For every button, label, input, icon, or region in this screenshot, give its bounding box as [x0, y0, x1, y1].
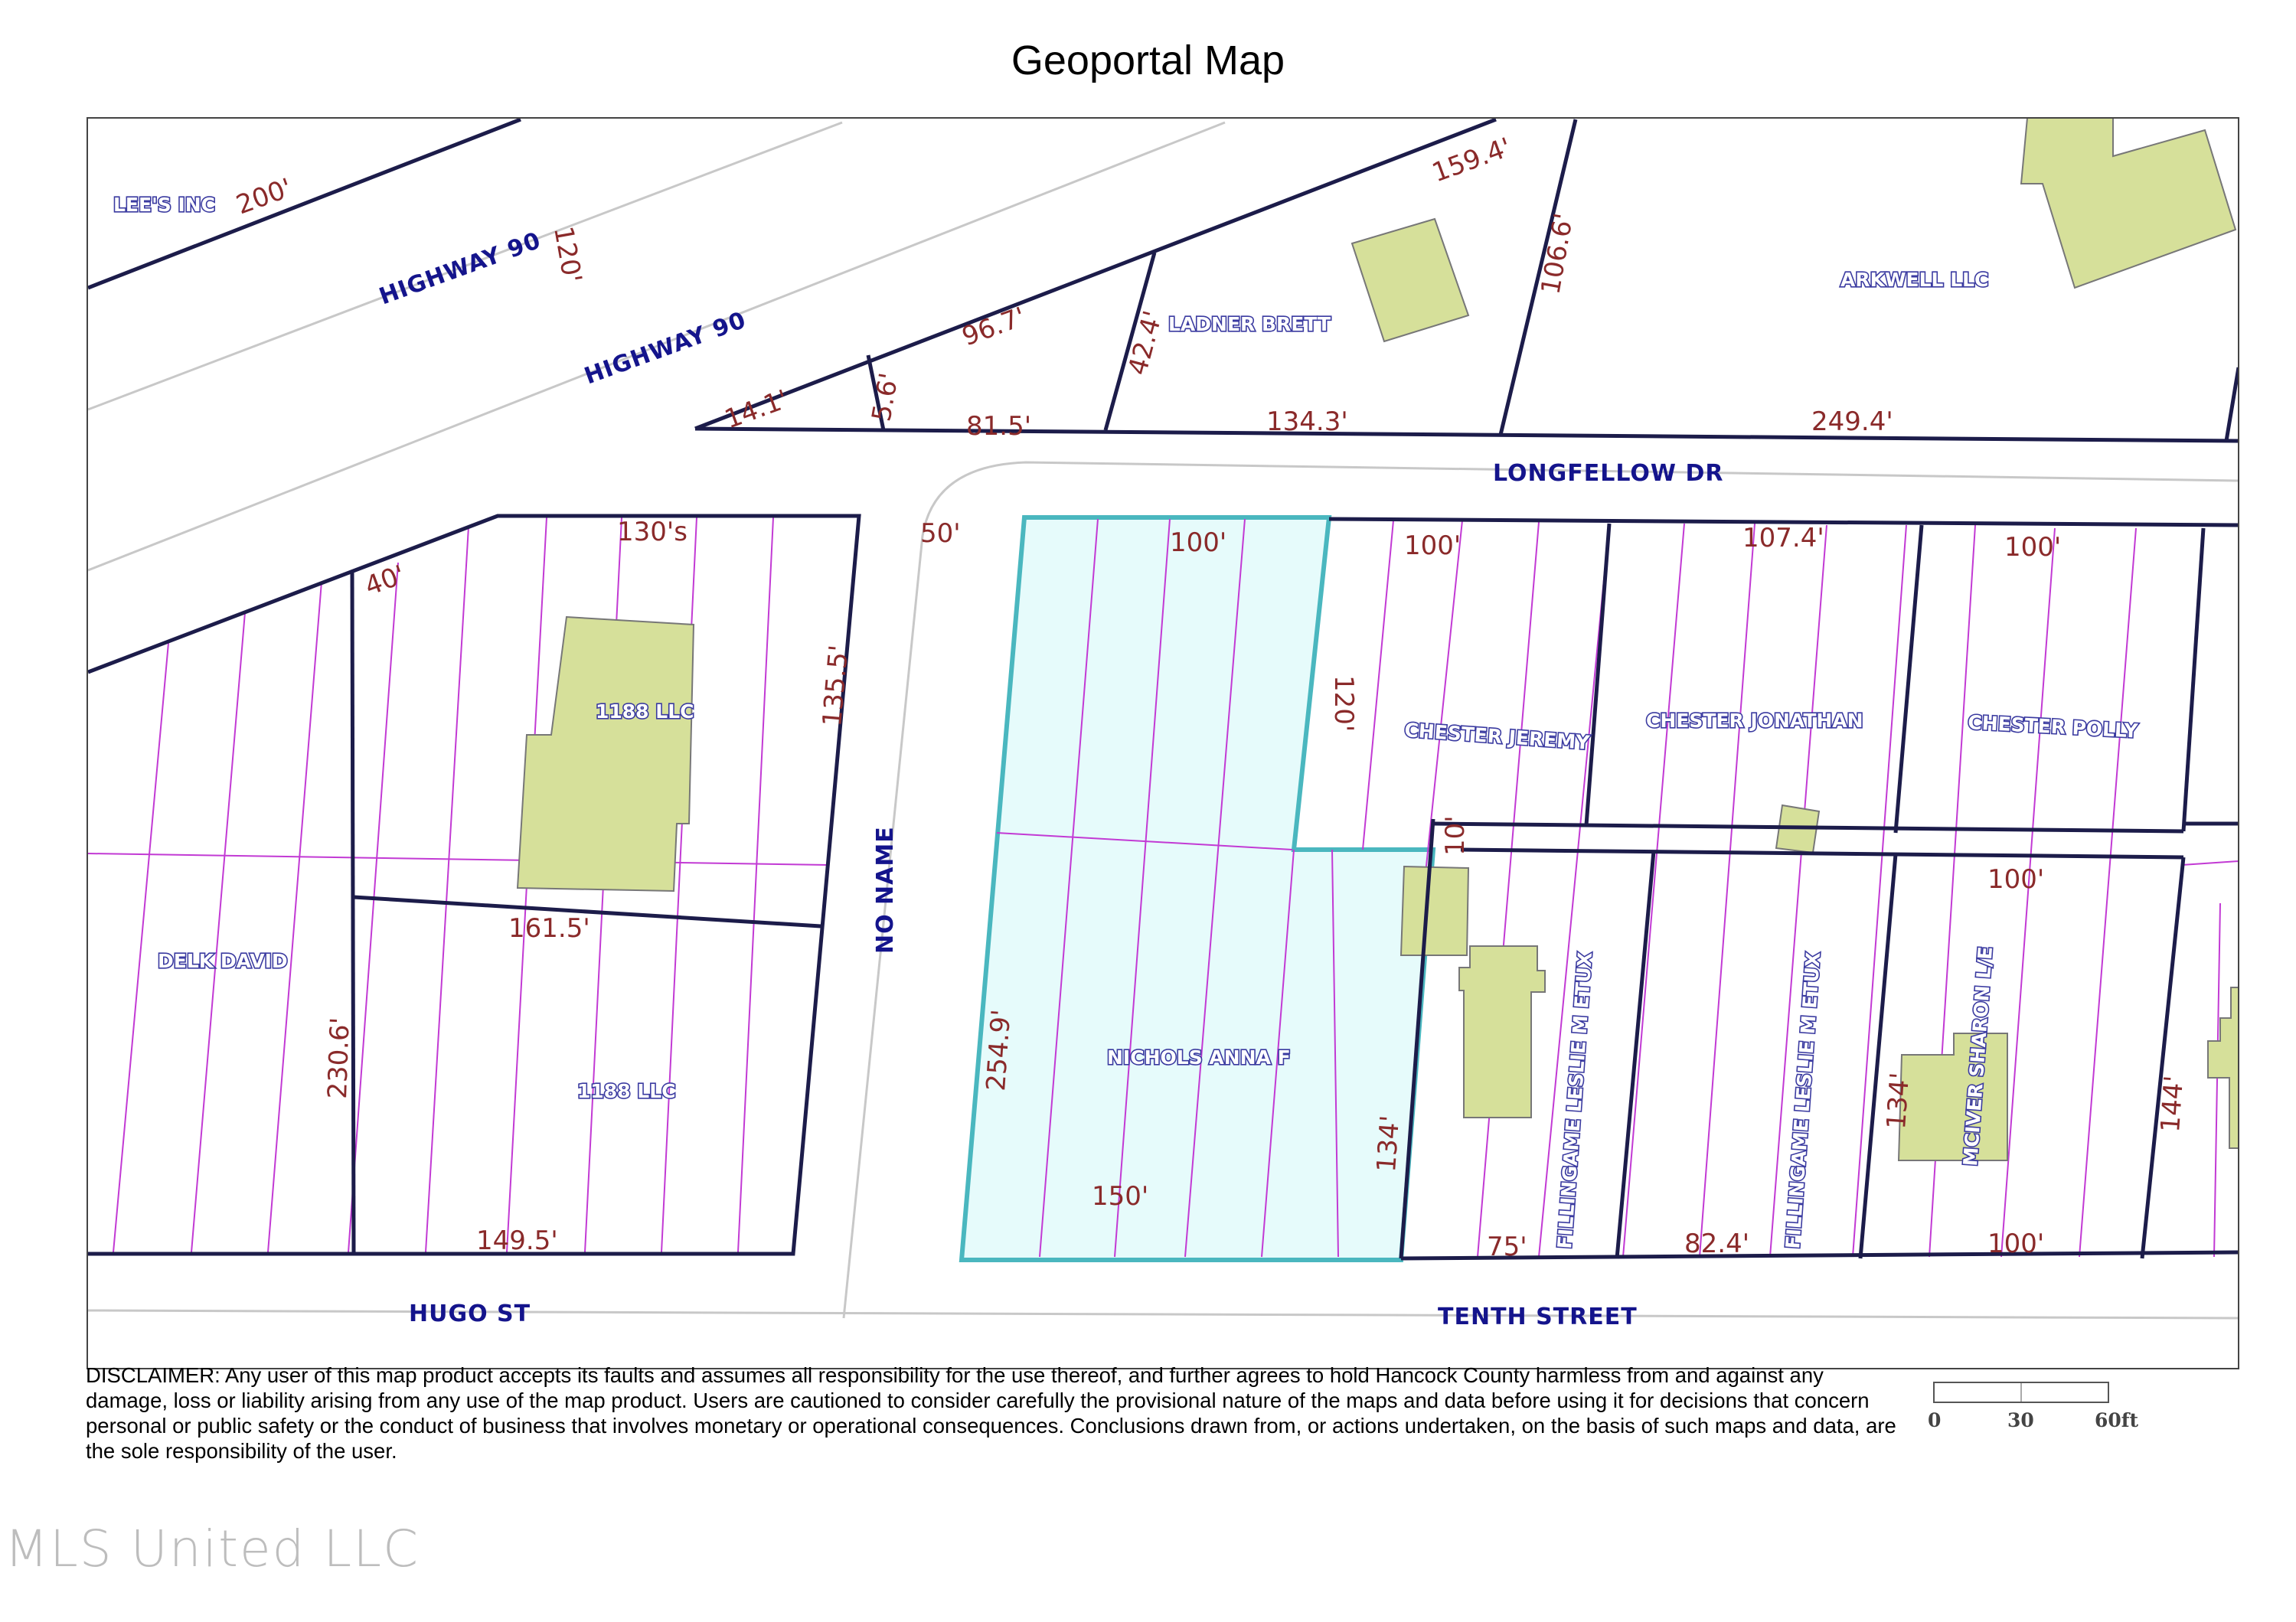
- building-chester-1: [1399, 865, 1470, 956]
- dim-130s: 130's: [617, 517, 687, 547]
- dim-150: 150': [1092, 1181, 1148, 1212]
- dim-144: 144': [2155, 1075, 2190, 1134]
- dim-230-6: 230.6': [322, 1017, 356, 1099]
- map-title: Geoportal Map: [1011, 38, 1285, 83]
- dim-134-b: 134': [1881, 1072, 1916, 1131]
- buildings[interactable]: [516, 118, 2239, 1161]
- dim-100-d: 100': [1987, 864, 2044, 895]
- watermark-logo: MLS United LLC: [5, 1519, 420, 1578]
- dim-100-e: 100': [1987, 1229, 2044, 1259]
- dim-50: 50': [920, 518, 961, 549]
- scale-tick-0: 0: [1928, 1409, 1941, 1431]
- dim-100-c: 100': [2004, 532, 2061, 563]
- owner-delk-david: DELK DAVID: [158, 950, 288, 972]
- dimension-labels: 200' 120' 159.4' 106.6' 96.7' 42.4' 14.1…: [232, 132, 2190, 1262]
- owner-1188-llc-a: 1188 LLC: [596, 700, 694, 723]
- building-ladner: [1350, 217, 1470, 343]
- dim-82-4: 82.4': [1684, 1229, 1749, 1259]
- dim-120-b: 120': [1328, 675, 1359, 732]
- owner-chester-jonathan: CHESTER JONATHAN: [1646, 710, 1863, 732]
- owner-lees-inc: LEE'S INC: [113, 194, 215, 216]
- lot-lines: [88, 517, 2238, 1258]
- dim-161-5: 161.5': [508, 913, 590, 944]
- dim-75: 75': [1487, 1232, 1527, 1262]
- scale-bar: 0 30 60ft: [1928, 1382, 2139, 1431]
- scale-tick-60ft: 60ft: [2095, 1409, 2139, 1431]
- road-tenth: TENTH STREET: [1438, 1304, 1638, 1330]
- dim-135-5: 135.5': [817, 644, 854, 728]
- owner-nichols: NICHOLS ANNA F: [1107, 1046, 1291, 1069]
- owner-1188-llc-b: 1188 LLC: [577, 1080, 676, 1102]
- building-east-edge: [2207, 987, 2238, 1149]
- building-fillingame: [1458, 945, 1546, 1118]
- building-mciver: [1897, 1033, 2008, 1161]
- dim-10: 10': [1440, 815, 1471, 856]
- dim-107-4: 107.4': [1742, 523, 1824, 553]
- dim-134-3: 134.3': [1266, 406, 1348, 437]
- owner-ladner-brett: LADNER BRETT: [1168, 313, 1331, 335]
- dim-81-5: 81.5': [966, 411, 1031, 442]
- building-1188-llc: [516, 615, 695, 893]
- road-longfellow: LONGFELLOW DR: [1493, 460, 1723, 487]
- scale-tick-30: 30: [2007, 1409, 2034, 1431]
- road-edges: [88, 121, 2238, 1320]
- dim-100-b: 100': [1404, 530, 1461, 561]
- road-no-name: NO NAME: [872, 826, 899, 954]
- parcel-lines: [88, 119, 2238, 1261]
- dim-149-5: 149.5': [476, 1225, 558, 1256]
- dim-254-9: 254.9': [981, 1008, 1017, 1092]
- dim-134-a: 134': [1371, 1115, 1406, 1173]
- dim-249-4: 249.4': [1811, 406, 1893, 437]
- dim-100-a: 100': [1170, 527, 1226, 558]
- road-hugo: HUGO ST: [409, 1301, 531, 1327]
- owner-arkwell: ARKWELL LLC: [1840, 269, 1988, 291]
- building-arkwell: [2020, 119, 2237, 289]
- disclaimer-text: DISCLAIMER: Any user of this map product…: [86, 1363, 1896, 1463]
- selected-parcel[interactable]: [959, 515, 1436, 1262]
